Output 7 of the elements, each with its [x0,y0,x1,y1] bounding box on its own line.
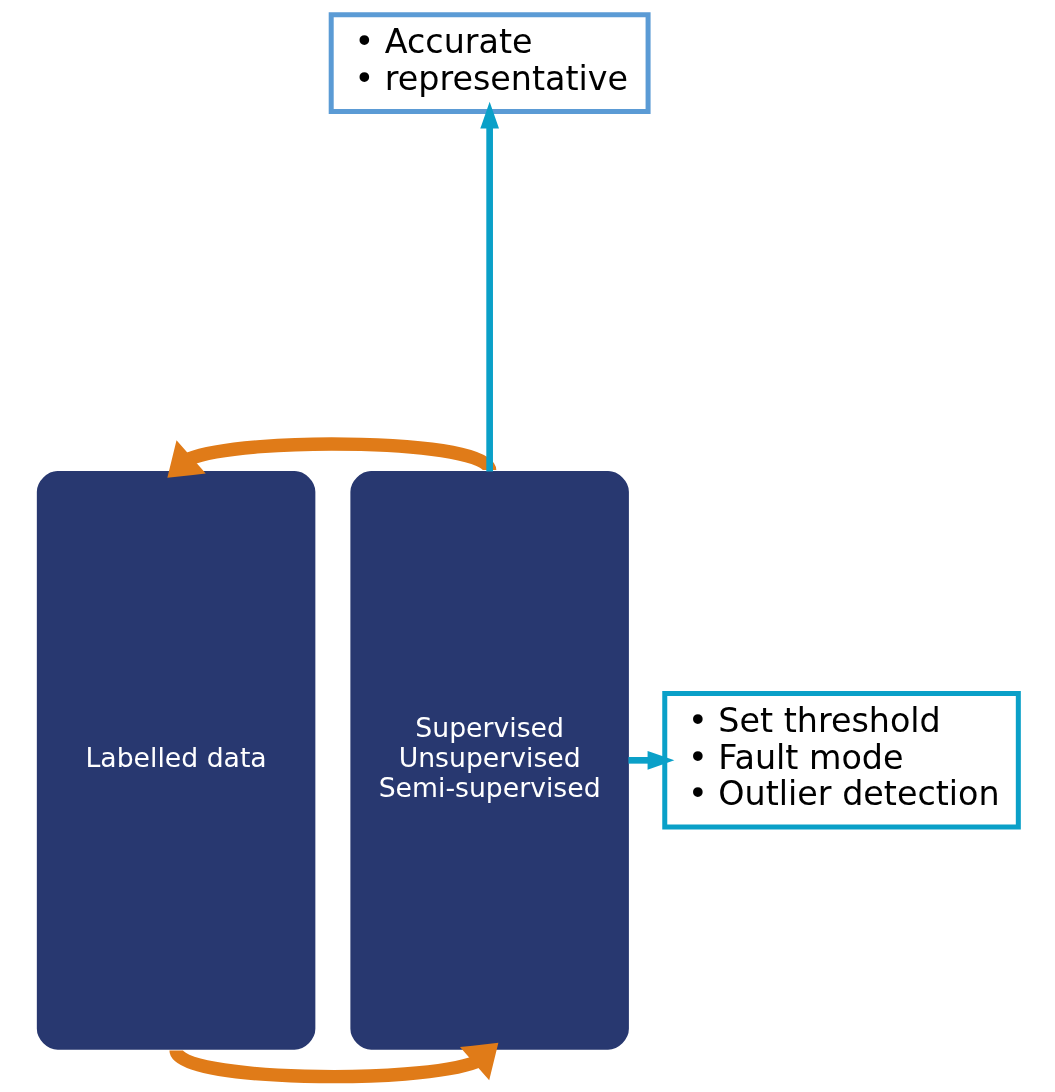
arrow [166,437,495,478]
node-box: Labelled data [36,470,315,1050]
node-box: • Accurate • representative [328,12,651,115]
node-box: Supervised Unsupervised Semi-supervised [349,470,629,1050]
node-box: • Set threshold • Fault mode • Outlier detection [661,691,1021,830]
arrow [628,750,674,770]
arrow [479,101,499,472]
